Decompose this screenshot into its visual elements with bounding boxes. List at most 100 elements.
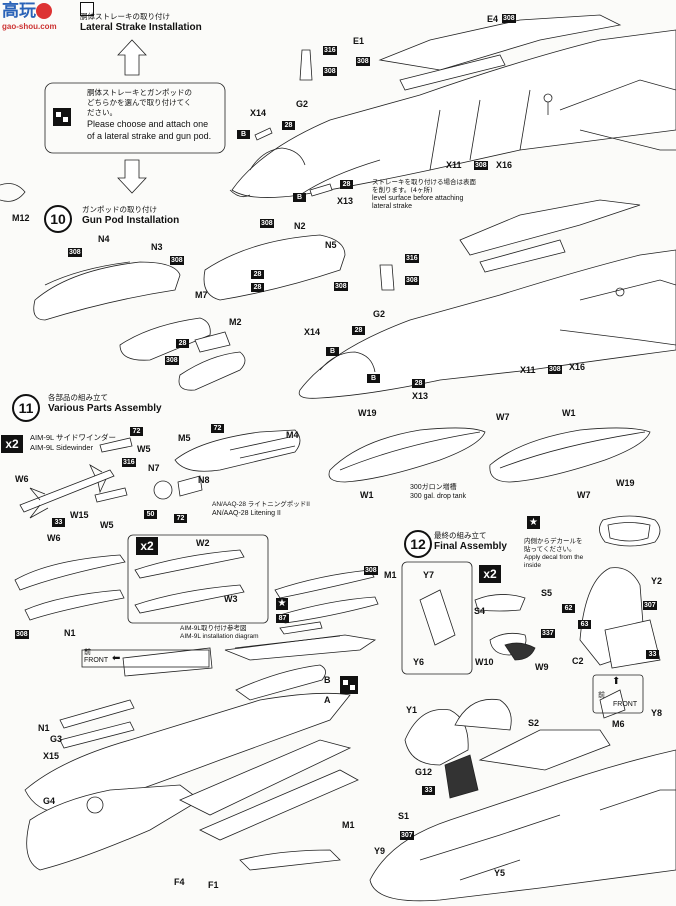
strake-note-jp-1: ストレーキを取り付ける場合は表面 — [372, 178, 476, 186]
label-n1-a: N1 — [64, 628, 76, 638]
label-w3: W3 — [224, 594, 238, 604]
decal-jp-2: 貼ってください。 — [524, 546, 576, 553]
label-w9: W9 — [535, 662, 549, 672]
code-308-j: 308 — [405, 276, 419, 285]
drop-tank-drawing-2 — [489, 427, 651, 483]
front-jp-a: 前 — [84, 649, 91, 656]
label-n7: N7 — [148, 463, 160, 473]
litening-pod-drawing — [153, 429, 301, 500]
decal-jp-1: 内側からデカールを — [524, 538, 583, 545]
aim9l-jp: AIM-9L サイドワインダー — [30, 433, 116, 442]
label-y7: Y7 — [423, 570, 435, 580]
choice-icon-b — [340, 676, 358, 694]
x2-badge-pylon: x2 — [136, 537, 158, 555]
label-e1: E1 — [353, 36, 365, 46]
code-50: 50 — [144, 510, 157, 519]
decal-en-1: Apply decal from the — [524, 554, 584, 561]
step9-title-jp: 胴体ストレーキの取り付け — [80, 12, 170, 21]
choice-en-1: Please choose and attach one — [87, 119, 209, 129]
code-33-b: 33 — [646, 650, 659, 659]
litening-en: AN/AAQ-28 Litening II — [212, 510, 281, 517]
label-s2: S2 — [528, 718, 540, 728]
label-w19-b: W19 — [616, 478, 635, 488]
label-x14-a: X14 — [250, 108, 267, 118]
label-n5: N5 — [325, 240, 337, 250]
pylon-drawings — [14, 549, 379, 624]
star-icon-a: ★ — [276, 598, 288, 610]
label-x13-a: X13 — [337, 196, 354, 206]
label-w1-b: W1 — [360, 490, 374, 500]
label-m1-b: M1 — [342, 820, 355, 830]
step10-number: 10 — [44, 205, 72, 233]
red-dot-icon — [36, 3, 52, 19]
code-308-d: 308 — [474, 161, 488, 170]
watermark-brand: 高玩 — [2, 1, 36, 21]
label-b-d: B — [367, 374, 380, 383]
code-308-i: 308 — [165, 356, 179, 365]
label-x15: X15 — [43, 751, 60, 761]
code-28-f: 28 — [352, 326, 365, 335]
code-308-k: 308 — [548, 365, 562, 374]
label-m12: M12 — [12, 213, 30, 223]
label-g4: G4 — [43, 796, 56, 806]
code-63: 63 — [578, 620, 591, 629]
choice-note-frame — [44, 82, 226, 154]
label-w5-a: W5 — [137, 444, 151, 454]
strake-note-en-1: level surface before attaching — [372, 195, 464, 202]
front-en-b: FRONT — [613, 701, 638, 708]
code-308-f: 308 — [170, 256, 184, 265]
label-w19-a: W19 — [358, 408, 377, 418]
code-316-b: 316 — [405, 254, 419, 263]
step12-number: 12 — [404, 530, 432, 558]
code-62: 62 — [562, 604, 575, 613]
aim9-install-jp: AIM-9L取り付け参考図 — [180, 625, 247, 632]
x2-badge-final: x2 — [479, 565, 501, 583]
label-b-e: B — [324, 675, 331, 685]
lower-wing-drawing — [24, 664, 359, 871]
x2-badge-sidewinder: x2 — [1, 435, 23, 453]
choice-icon — [53, 108, 71, 126]
label-x14-b: X14 — [304, 327, 321, 337]
strake-note-jp-2: を削ります。(4ヶ所) — [372, 186, 433, 194]
step9-title-en: Lateral Strake Installation — [80, 22, 202, 33]
code-307-a: 307 — [643, 601, 657, 610]
code-28-g: 28 — [412, 379, 425, 388]
x2-pylon-frame — [127, 534, 269, 624]
front-arrow-icon-a: ⬅ — [112, 653, 121, 664]
code-307-b: 307 — [400, 831, 414, 840]
step12-fuselage-drawing — [369, 689, 676, 902]
label-w5-b: W5 — [100, 520, 114, 530]
aim9-install-en: AIM-9L installation diagram — [180, 633, 259, 640]
label-y9: Y9 — [374, 846, 386, 856]
label-s4: S4 — [474, 606, 486, 616]
label-y1: Y1 — [406, 705, 418, 715]
label-w6-b: W6 — [47, 533, 61, 543]
label-y8: Y8 — [651, 708, 663, 718]
code-33-a: 33 — [52, 518, 65, 527]
code-316-a: 316 — [323, 46, 337, 55]
label-m4: M4 — [286, 430, 299, 440]
label-x16-a: X16 — [496, 160, 513, 170]
code-28-d: 28 — [251, 283, 264, 292]
watermark-site: gao-shou.com — [2, 22, 57, 31]
step10-fuselage-drawing — [298, 199, 676, 399]
label-f4: F4 — [174, 877, 185, 887]
label-c2: C2 — [572, 656, 584, 666]
code-308-c: 308 — [323, 67, 337, 76]
code-28-c: 28 — [251, 270, 264, 279]
code-337: 337 — [541, 629, 555, 638]
code-72-c: 72 — [174, 514, 187, 523]
decal-en-2: inside — [524, 562, 541, 569]
code-308-a: 308 — [502, 14, 516, 23]
strake-note-en-2: lateral strake — [372, 203, 413, 210]
code-28-e: 28 — [176, 339, 189, 348]
label-m1-a: M1 — [384, 570, 397, 580]
y6-y7-frame — [401, 561, 473, 675]
label-s5: S5 — [541, 588, 553, 598]
front-en-a: FRONT — [84, 657, 109, 664]
step11-title-en: Various Parts Assembly — [48, 403, 162, 414]
label-b-c: B — [326, 347, 339, 356]
step9-checkbox-icon — [80, 2, 94, 16]
front-arrow-icon-b: ⬆ — [612, 676, 621, 687]
